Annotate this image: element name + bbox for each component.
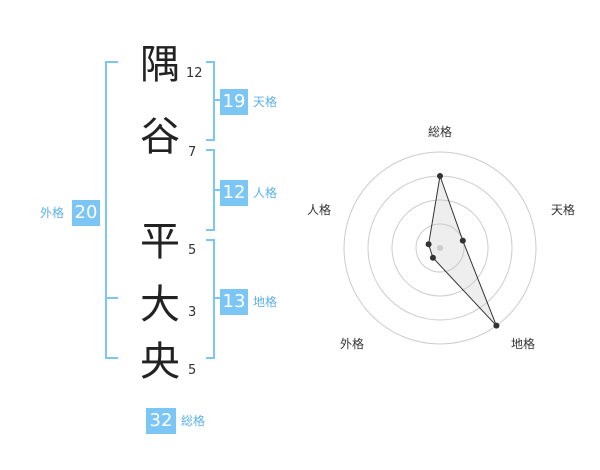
soukaku-value: 32 (146, 408, 176, 434)
stroke-count-3: 5 (188, 243, 197, 258)
gaikaku-bracket (105, 61, 118, 359)
name-char-5: 央 (140, 339, 180, 385)
jinkaku-value: 12 (220, 180, 248, 206)
radar-point-chikaku (493, 322, 500, 329)
radar-label-jinkaku: 人格 (307, 203, 332, 217)
gaikaku-label: 外格 (40, 206, 65, 220)
tenkaku-label: 天格 (253, 95, 278, 109)
radar-polygon (428, 175, 497, 327)
chikaku-label: 地格 (253, 295, 278, 309)
radar-label-chikaku: 地格 (511, 337, 536, 351)
radar-label-tenkaku: 天格 (551, 203, 576, 217)
stroke-count-1: 12 (186, 66, 203, 81)
stroke-count-2: 7 (188, 145, 197, 160)
stroke-count-5: 5 (188, 363, 197, 378)
chikaku-value: 13 (220, 289, 248, 315)
name-char-1: 隅 (140, 42, 180, 88)
name-char-3: 平 (140, 219, 180, 265)
radar-label-gaikaku: 外格 (340, 337, 365, 351)
name-char-2: 谷 (140, 114, 180, 160)
tenkaku-value: 19 (220, 89, 248, 115)
radar-points (425, 173, 500, 329)
radar-ring (391, 199, 489, 297)
radar-point-gaikaku (429, 254, 436, 261)
radar-point-jinkaku (425, 241, 432, 248)
radar-ring (415, 223, 465, 273)
name-char-4: 大 (140, 282, 180, 328)
jinkaku-label: 人格 (253, 186, 278, 200)
gaikaku-value: 20 (72, 200, 100, 226)
radar-ring (343, 151, 537, 345)
radar-center (437, 245, 443, 251)
soukaku-label: 総格 (181, 414, 206, 428)
radar-label-soukaku: 総格 (428, 125, 453, 139)
stroke-count-4: 3 (188, 305, 197, 320)
radar-point-tenkaku (459, 237, 466, 244)
radar-point-soukaku (437, 173, 443, 179)
